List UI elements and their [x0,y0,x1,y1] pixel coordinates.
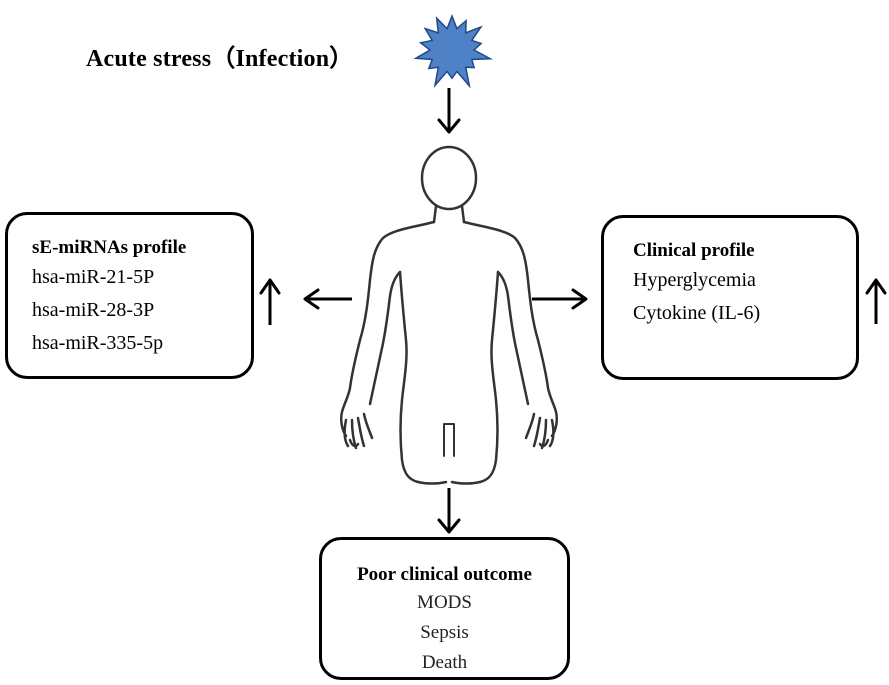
clinical-outcome-heading: Poor clinical outcome [357,564,532,585]
arrow-left-to-mirna-box [303,288,352,310]
up-arrow-icon [259,278,281,325]
outcome-item: Death [421,652,468,673]
clinical-item: Hyperglycemia [633,269,756,291]
outcome-item: Sepsis [420,622,469,643]
up-arrow-icon [865,278,887,324]
mirna-item: hsa-miR-335-5p [32,332,164,354]
human-body-outline-icon [339,145,559,485]
starburst-icon [413,13,493,89]
clinical-profile-box: Clinical profile Hyperglycemia Cytokine … [601,215,859,380]
outcome-item: MODS [417,592,472,613]
stressor-title: Acute stress（Infection） [86,46,354,72]
arrow-down-into-body [437,88,461,134]
clinical-item: Cytokine (IL-6) [633,302,761,324]
clinical-outcome-box: Poor clinical outcome MODS Sepsis Death [319,537,570,680]
clinical-profile-heading: Clinical profile [633,240,755,261]
mirna-profile-box: sE-miRNAs profile hsa-miR-21-5P hsa-miR-… [5,212,254,379]
mirna-item: hsa-miR-28-3P [32,299,155,321]
arrow-right-to-clinical-box [532,288,588,310]
mirna-item: hsa-miR-21-5P [32,266,155,288]
arrow-down-to-outcome-box [437,488,461,534]
mirna-profile-heading: sE-miRNAs profile [32,237,187,258]
